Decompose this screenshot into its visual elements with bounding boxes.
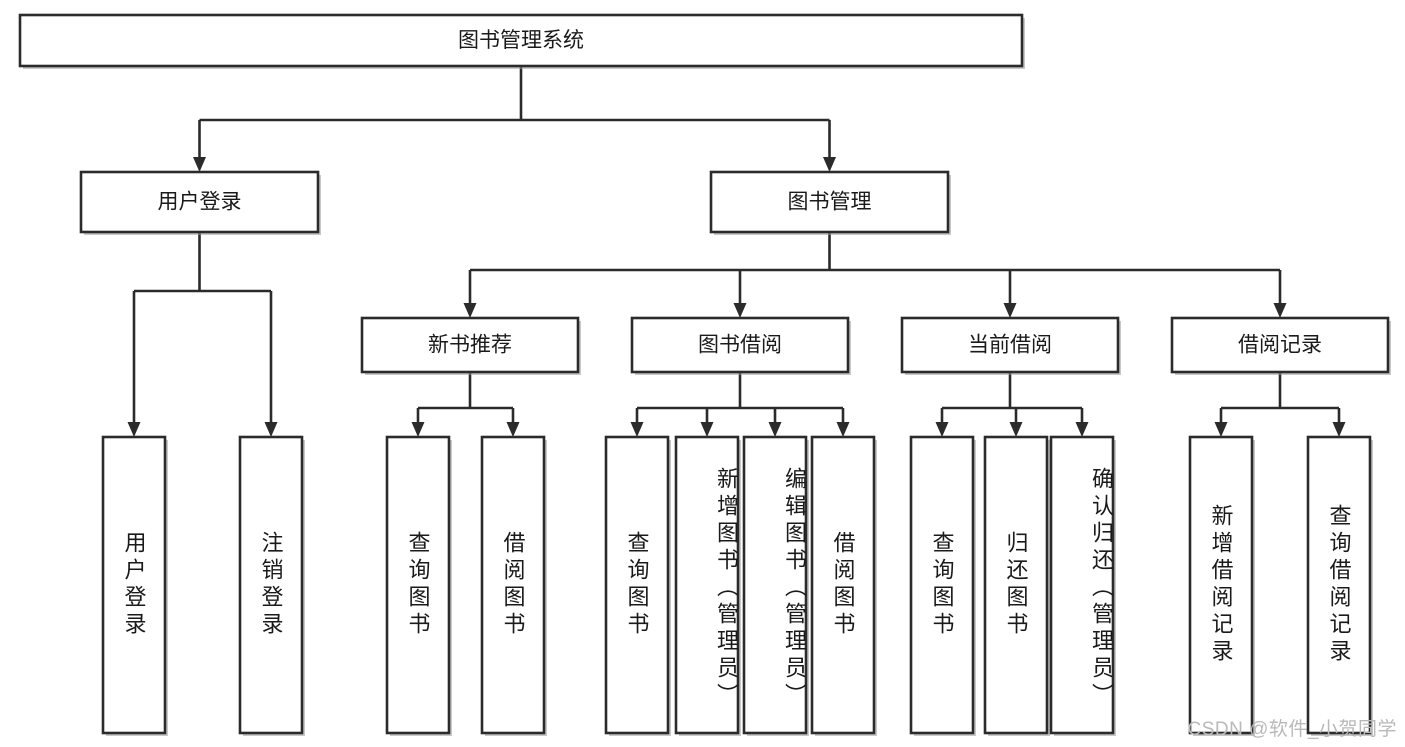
node-box[interactable]	[674, 435, 740, 735]
node-box[interactable]	[810, 435, 876, 735]
node-leaf-edit-book[interactable]	[742, 435, 809, 736]
node-label-user-login: 用户登录	[158, 191, 242, 214]
arrow-head-icon	[630, 422, 644, 437]
arrow-head-icon	[733, 303, 747, 318]
arrow-head-icon	[1332, 422, 1346, 437]
node-box[interactable]	[1188, 435, 1254, 735]
node-current-borrow[interactable]	[900, 316, 1121, 375]
node-leaf-query-record[interactable]	[1306, 435, 1373, 736]
node-root[interactable]	[18, 13, 1025, 69]
node-box[interactable]	[709, 170, 950, 234]
arrow-head-icon	[823, 157, 836, 172]
node-label-root: 图书管理系统	[458, 29, 584, 52]
node-leaf-add-record[interactable]	[1188, 435, 1255, 736]
node-box[interactable]	[909, 435, 975, 735]
node-label-book-borrow: 图书借阅	[698, 334, 782, 357]
arrow-head-icon	[1003, 303, 1017, 318]
node-box[interactable]	[900, 316, 1120, 374]
arrow-head-icon	[264, 422, 278, 437]
node-box[interactable]	[604, 435, 670, 735]
node-box[interactable]	[480, 435, 546, 735]
connectors-layer	[127, 66, 1346, 437]
node-box[interactable]	[360, 316, 580, 374]
node-box[interactable]	[1170, 316, 1390, 374]
node-box[interactable]	[983, 435, 1049, 735]
arrow-head-icon	[411, 422, 425, 437]
node-borrow-record[interactable]	[1170, 316, 1391, 375]
node-leaf-add-book[interactable]	[674, 435, 741, 736]
arrow-head-icon	[935, 422, 949, 437]
arrow-head-icon	[700, 422, 714, 437]
node-box[interactable]	[630, 316, 850, 374]
arrow-head-icon	[506, 422, 520, 437]
node-box[interactable]	[1306, 435, 1372, 735]
node-book-manage[interactable]	[709, 170, 951, 235]
node-label-new-book-rec: 新书推荐	[428, 334, 512, 357]
node-label-borrow-record: 借阅记录	[1238, 334, 1322, 357]
arrow-head-icon	[127, 422, 141, 437]
node-leaf-borrow-book-rec[interactable]	[480, 435, 547, 736]
node-leaf-query-book-rec[interactable]	[385, 435, 452, 736]
node-box[interactable]	[1049, 435, 1115, 735]
arrow-head-icon	[836, 422, 850, 437]
node-leaf-borrow-book[interactable]	[810, 435, 877, 736]
node-new-book-rec[interactable]	[360, 316, 581, 375]
node-leaf-confirm-return[interactable]	[1049, 435, 1116, 736]
arrow-head-icon	[1009, 422, 1023, 437]
node-box[interactable]	[385, 435, 451, 735]
arrow-head-icon	[193, 157, 206, 172]
node-label-current-borrow: 当前借阅	[968, 334, 1052, 357]
node-leaf-user-login[interactable]	[101, 435, 168, 736]
node-box[interactable]	[742, 435, 808, 735]
arrow-head-icon	[463, 303, 477, 318]
node-box[interactable]	[101, 435, 167, 735]
arrow-head-icon	[1273, 303, 1287, 318]
node-boxes-layer	[18, 13, 1391, 736]
node-leaf-return-book[interactable]	[983, 435, 1050, 736]
node-box[interactable]	[79, 170, 320, 234]
arrow-head-icon	[1214, 422, 1228, 437]
node-user-login[interactable]	[79, 170, 321, 235]
node-label-book-manage: 图书管理	[788, 191, 872, 214]
node-book-borrow[interactable]	[630, 316, 851, 375]
arrow-head-icon	[768, 422, 782, 437]
node-box[interactable]	[238, 435, 304, 735]
node-leaf-query-book-borrow[interactable]	[604, 435, 671, 736]
node-box[interactable]	[18, 13, 1024, 68]
node-leaf-query-book-cur[interactable]	[909, 435, 976, 736]
arrow-head-icon	[1075, 422, 1089, 437]
node-leaf-logout[interactable]	[238, 435, 305, 736]
watermark-text: CSDN @软件_小贺同学	[1187, 719, 1397, 740]
